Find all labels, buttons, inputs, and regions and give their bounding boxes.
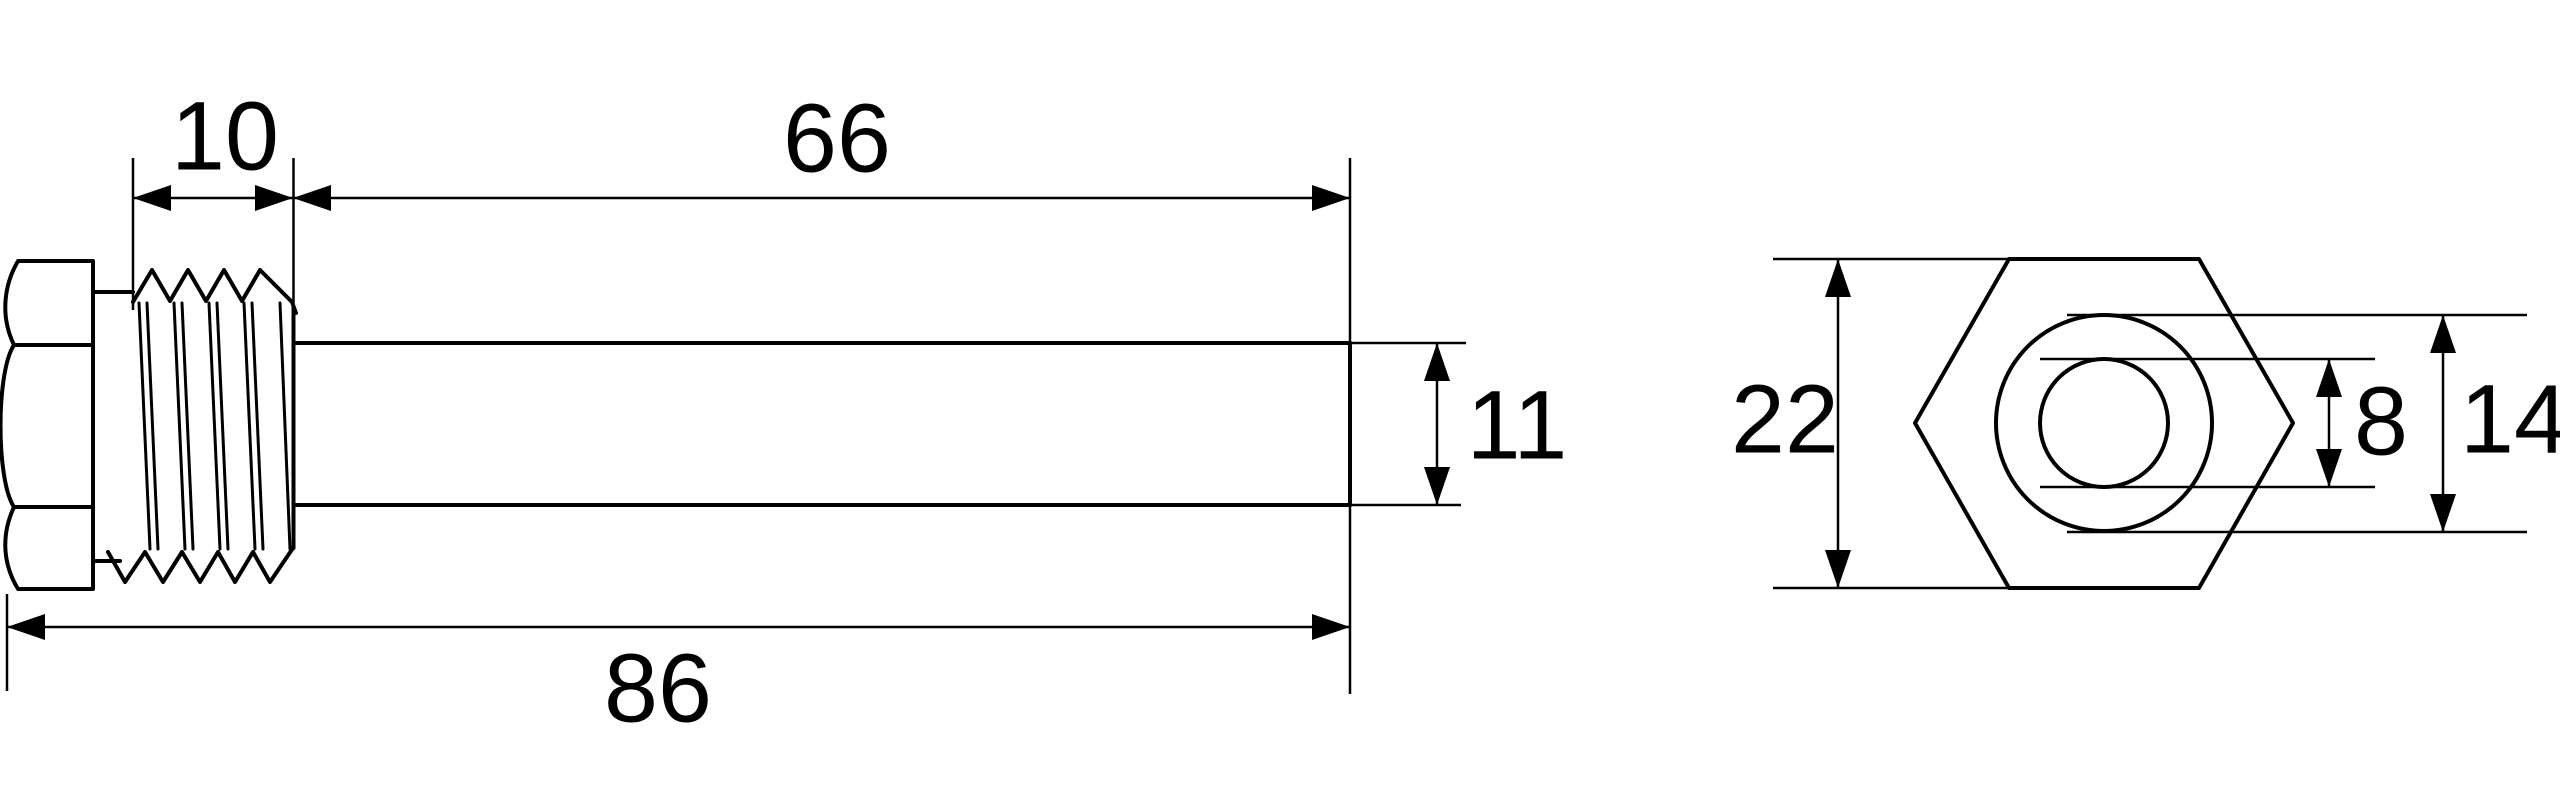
arrowhead — [7, 614, 45, 640]
arrowhead — [1312, 185, 1350, 211]
arrowhead — [2316, 359, 2342, 397]
dimension-shaft-diameter: 11 — [1424, 343, 1567, 505]
boss-circle — [1994, 313, 2214, 533]
core-circle — [2038, 357, 2170, 489]
arrowhead — [1312, 614, 1350, 640]
end-view: 22 8 14 — [1731, 257, 2560, 590]
dim-label-hex-across-flats: 22 — [1731, 365, 1839, 474]
thread-flank-lines — [137, 301, 292, 551]
extension-lines-side-view — [5, 158, 1466, 694]
dim-label-thread-length: 10 — [171, 82, 279, 191]
thread-top-profile — [131, 268, 298, 315]
dim-label-core-diameter: 8 — [2354, 367, 2408, 476]
dim-label-overall-length: 86 — [604, 634, 712, 743]
extension-lines-end-view — [1773, 257, 2527, 590]
dim-label-shaft-length: 66 — [783, 84, 891, 193]
hexagon-outline — [1913, 257, 2295, 590]
dimension-core-diameter: 8 — [2316, 359, 2408, 487]
arrowhead — [1424, 343, 1450, 381]
thread-bottom-profile — [106, 546, 295, 584]
arrowhead — [255, 185, 293, 211]
arrowhead — [133, 185, 171, 211]
side-view: 10 66 11 86 — [0, 82, 1567, 743]
dimension-overall-length: 86 — [7, 614, 1350, 743]
arrowhead — [2430, 494, 2456, 532]
arrowhead — [2316, 449, 2342, 487]
dim-label-shaft-diameter: 11 — [1467, 371, 1568, 480]
dimension-hex-across-flats: 22 — [1731, 259, 1851, 588]
arrowhead — [1825, 550, 1851, 588]
hex-head-side-outline — [0, 259, 95, 591]
dimension-shaft-length: 66 — [293, 84, 1350, 211]
dim-label-boss-diameter: 14 — [2460, 365, 2560, 474]
arrowhead — [1424, 467, 1450, 505]
dimension-thread-length: 10 — [133, 82, 293, 211]
arrowhead — [293, 185, 331, 211]
arrowhead — [1825, 259, 1851, 297]
dimension-boss-diameter: 14 — [2430, 315, 2560, 532]
arrowhead — [2430, 315, 2456, 353]
